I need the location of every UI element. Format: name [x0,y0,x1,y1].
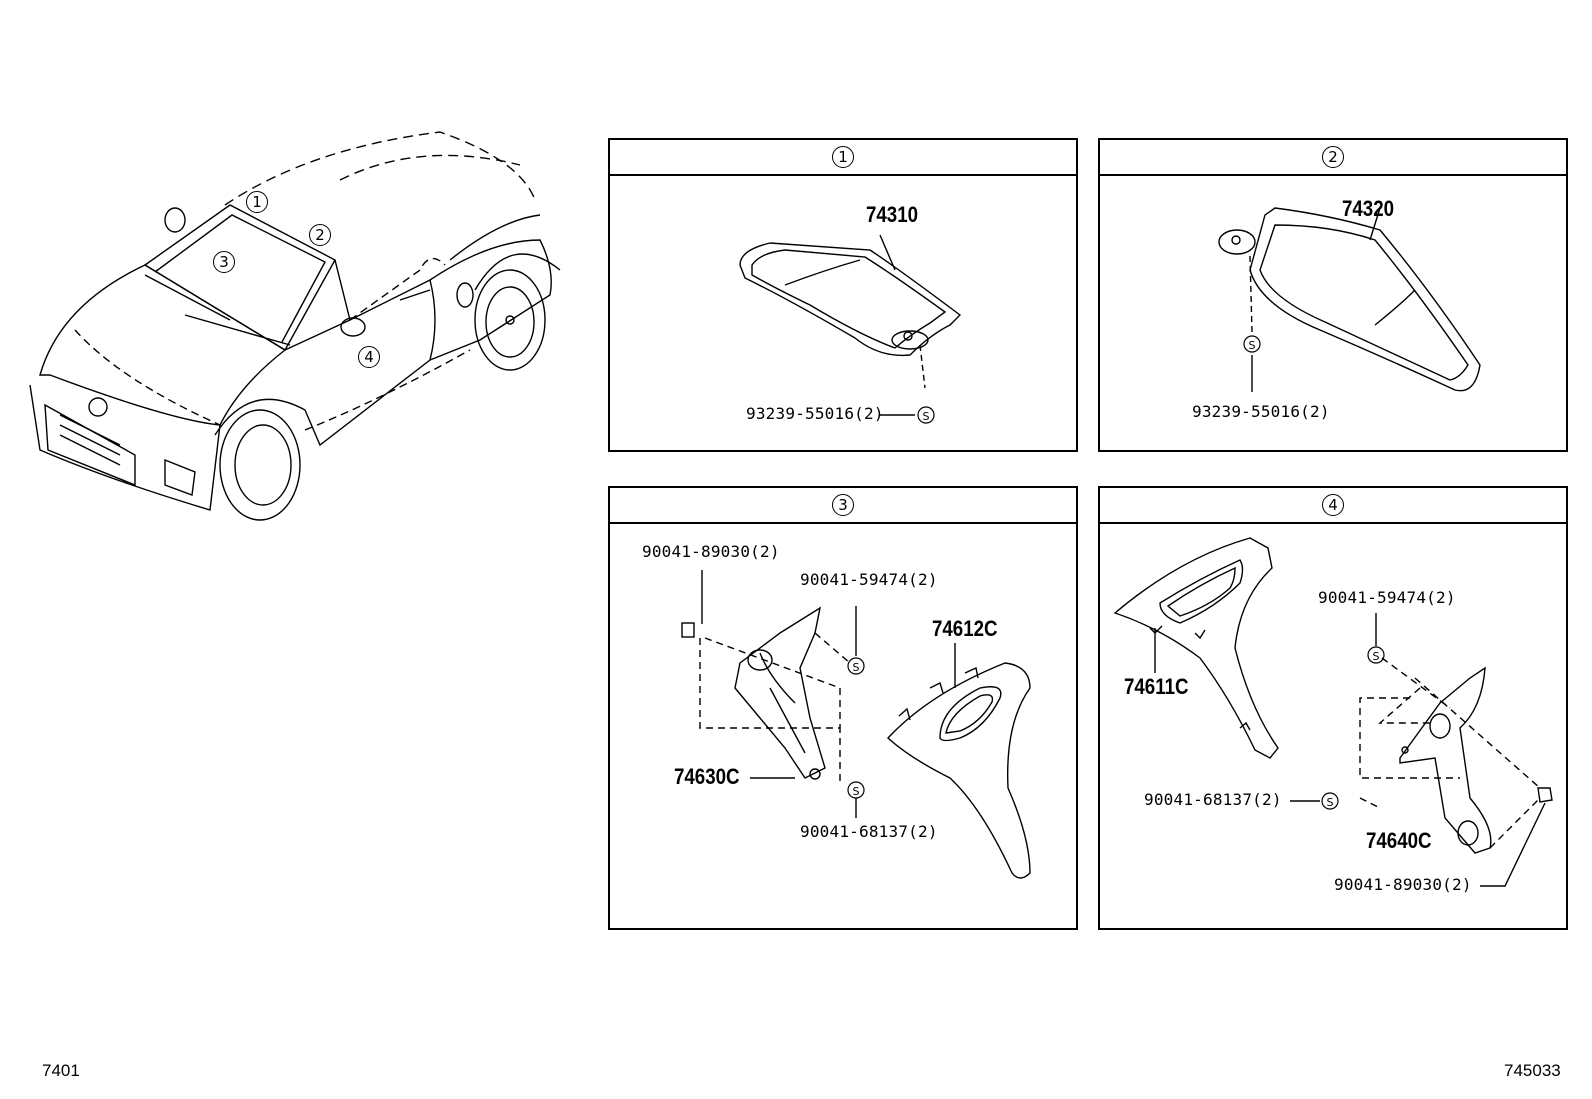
svg-text:S: S [1373,650,1380,663]
svg-text:S: S [853,661,860,674]
svg-text:S: S [923,410,930,423]
pillar-garnish-lh-drawing: S S [681,570,1031,879]
panel-2-header: 2 [1100,140,1566,176]
panel-3-pillar-garnish-lh: 3 [608,486,1078,930]
pillar-garnish-rh-drawing: S S [1113,537,1553,887]
panel-3-header: 3 [610,488,1076,524]
part-label-90041-68137-rh: 90041-68137(2) [1144,790,1282,809]
part-label-93239-55016: 93239-55016(2) [746,404,884,423]
car-marker-4: 4 [358,346,380,368]
panel-4-number: 4 [1322,494,1344,516]
panel-2-number: 2 [1322,146,1344,168]
panel-3-number: 3 [832,494,854,516]
car-marker-3: 3 [213,251,235,273]
panel-1-number: 1 [832,146,854,168]
panel-4-pillar-garnish-rh: 4 [1098,486,1568,930]
part-number-74611C: 74611C [1124,674,1189,699]
part-number-74640C: 74640C [1366,828,1432,853]
svg-text:S: S [853,785,860,798]
part-label-90041-59474-rh: 90041-59474(2) [1318,588,1456,607]
part-label-90041-59474: 90041-59474(2) [800,570,938,589]
car-overview-drawing [29,131,561,521]
panel-2-sun-visor-lh: 2 S 74320 93239-55016(2) [1098,138,1568,452]
panel-4-header: 4 [1100,488,1566,524]
part-number-74630C: 74630C [674,764,740,789]
part-number-74320: 74320 [1342,196,1395,221]
part-number-74310: 74310 [866,202,919,227]
part-number-74612C: 74612C [932,616,998,641]
diagram-code-right: 745033 [1504,1061,1561,1080]
part-label-93239-55016-lh: 93239-55016(2) [1192,402,1330,421]
car-marker-1: 1 [246,191,268,213]
panel-1-sun-visor-rh: 1 S 74310 93239-55016(2) [608,138,1078,452]
diagram-code-left: 7401 [42,1061,80,1080]
car-marker-2: 2 [309,224,331,246]
svg-text:S: S [1249,339,1256,352]
part-label-90041-68137: 90041-68137(2) [800,822,938,841]
sun-visor-rh-drawing: S [739,234,962,424]
part-label-90041-89030: 90041-89030(2) [642,542,780,561]
part-label-90041-89030-rh: 90041-89030(2) [1334,875,1472,894]
sun-visor-lh-drawing: S [1218,207,1481,392]
svg-text:S: S [1327,796,1334,809]
panel-1-header: 1 [610,140,1076,176]
